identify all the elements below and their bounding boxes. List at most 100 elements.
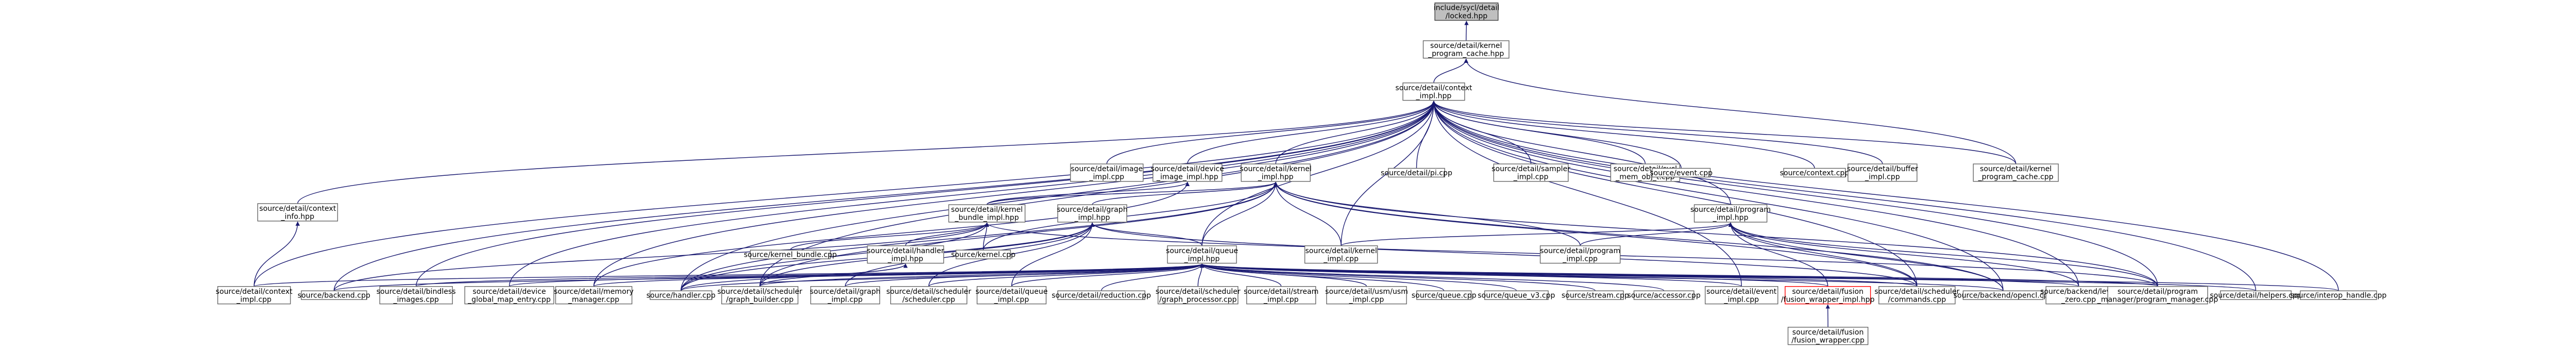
node-box[interactable]: [948, 204, 1026, 223]
node-box[interactable]: [1057, 204, 1127, 223]
node-box[interactable]: [2300, 290, 2377, 300]
node-helpers_cpp[interactable]: source/detail/helpers.cpp: [2210, 290, 2302, 300]
node-box[interactable]: [1416, 290, 1472, 300]
node-commands_cpp[interactable]: source/detail/scheduler/commands.cpp: [1874, 286, 1960, 305]
node-box[interactable]: [1785, 286, 1871, 305]
node-pcache_cpp[interactable]: source/detail/kernel_program_cache.cpp: [1973, 163, 2059, 182]
node-stream_impl_cpp[interactable]: source/detail/stream_impl.cpp: [1244, 286, 1318, 305]
node-box[interactable]: [1326, 286, 1407, 305]
node-kernel_cpp[interactable]: source/kernel.cpp: [951, 250, 1015, 259]
node-dev_image_impl_hpp[interactable]: source/detail/device_image_impl.hpp: [1151, 163, 1224, 182]
node-sampler_impl_cpp[interactable]: source/detail/sampler_impl.cpp: [1492, 163, 1570, 182]
node-level_zero_cpp[interactable]: source/backend/level_zero.cpp: [2040, 286, 2117, 305]
node-handler_impl_hpp[interactable]: source/detail/handler_impl.hpp: [867, 245, 944, 264]
node-bindless_cpp[interactable]: source/detail/bindless_images.cpp: [377, 286, 456, 305]
node-event_impl_cpp[interactable]: source/detail/event_impl.cpp: [1705, 286, 1778, 305]
node-box[interactable]: [1973, 163, 2059, 182]
node-box[interactable]: [1153, 163, 1223, 182]
node-accessor_cpp[interactable]: source/accessor.cpp: [1628, 290, 1701, 300]
node-box[interactable]: [1167, 245, 1237, 264]
node-usm_impl_cpp[interactable]: source/detail/usm/usm_impl.cpp: [1325, 286, 1408, 305]
node-box[interactable]: [1402, 82, 1465, 101]
node-graph_impl_cpp[interactable]: source/detail/graph_impl.cpp: [810, 286, 880, 305]
node-box[interactable]: [379, 286, 453, 305]
node-queue_cpp[interactable]: source/queue.cpp: [1412, 290, 1477, 300]
node-pcache_hpp[interactable]: source/detail/kernel_program_cache.hpp: [1422, 40, 1510, 59]
node-box[interactable]: [721, 286, 799, 305]
node-kb_impl_hpp[interactable]: source/detail/kernel_bundle_impl.hpp: [948, 204, 1026, 223]
node-box[interactable]: [1484, 290, 1549, 300]
node-ctx_impl_cpp[interactable]: source/detail/context_impl.cpp: [216, 286, 293, 305]
node-box[interactable]: [1633, 290, 1694, 300]
node-box[interactable]: [1422, 40, 1510, 59]
node-queue_impl_cpp[interactable]: source/detail/queue_impl.cpp: [975, 286, 1048, 305]
node-gproc_cpp[interactable]: source/detail/scheduler/graph_processor.…: [1156, 286, 1241, 305]
node-box[interactable]: [1848, 163, 1918, 182]
node-box[interactable]: [1539, 245, 1621, 264]
node-kernel_impl_hpp[interactable]: source/detail/kernel_impl.hpp: [1240, 163, 1312, 182]
node-scheduler_cpp[interactable]: source/detail/scheduler/scheduler.cpp: [886, 286, 971, 305]
node-backend_cpp[interactable]: source/backend.cpp: [298, 290, 370, 300]
node-context_cpp[interactable]: source/context.cpp: [1780, 168, 1850, 178]
node-box[interactable]: [1693, 204, 1768, 223]
node-fusion_hpp[interactable]: source/detail/fusion/fusion_wrapper_impl…: [1781, 286, 1875, 305]
node-box[interactable]: [301, 290, 367, 300]
node-box[interactable]: [1246, 286, 1316, 305]
node-kernel_impl_cpp[interactable]: source/detail/kernel_impl.cpp: [1304, 245, 1378, 264]
node-image_impl_cpp[interactable]: source/detail/image_impl.cpp: [1070, 163, 1144, 182]
node-fusion_cpp[interactable]: source/detail/fusion/fusion_wrapper.cpp: [1787, 326, 1869, 345]
node-box[interactable]: [217, 286, 291, 305]
node-interop_cpp[interactable]: source/interop_handle.cpp: [2290, 290, 2386, 300]
node-box[interactable]: [257, 203, 338, 222]
node-box[interactable]: [555, 286, 633, 305]
node-handler_cpp[interactable]: source/handler.cpp: [647, 290, 716, 300]
node-root[interactable]: include/sycl/detail/locked.hpp: [1434, 2, 1500, 21]
node-box[interactable]: [1304, 245, 1378, 264]
node-prog_impl_hpp[interactable]: source/detail/program_impl.hpp: [1690, 204, 1771, 223]
node-buffer_impl_cpp[interactable]: source/detail/buffer_impl.cpp: [1847, 163, 1918, 182]
node-ctx_impl_hpp[interactable]: source/detail/context_impl.hpp: [1395, 82, 1472, 101]
node-box[interactable]: [976, 286, 1047, 305]
node-box[interactable]: [1157, 286, 1239, 305]
node-pmgr_cpp[interactable]: source/detail/program_manager/program_ma…: [2097, 286, 2218, 305]
node-opencl_cpp[interactable]: source/backend/opencl.cpp: [1954, 290, 2053, 300]
node-box[interactable]: [810, 286, 880, 305]
node-mem_mgr_cpp[interactable]: source/detail/memory_manager.cpp: [554, 286, 634, 305]
node-box[interactable]: [1962, 290, 2044, 300]
node-box[interactable]: [464, 286, 554, 305]
node-box[interactable]: [867, 245, 944, 264]
node-box[interactable]: [650, 290, 713, 300]
node-box[interactable]: [1783, 168, 1846, 178]
node-box[interactable]: [2045, 286, 2112, 305]
node-reduction_cpp[interactable]: source/detail/reduction.cpp: [1052, 290, 1151, 300]
node-box[interactable]: [1070, 163, 1144, 182]
node-label: source/kernel.cpp: [951, 251, 1015, 259]
node-queue_impl_hpp[interactable]: source/detail/queue_impl.hpp: [1166, 245, 1238, 264]
node-box[interactable]: [1057, 290, 1146, 300]
node-ctx_info_hpp[interactable]: source/detail/context_info.hpp: [257, 203, 338, 222]
node-box[interactable]: [890, 286, 968, 305]
node-box[interactable]: [1705, 286, 1778, 305]
node-pi_cpp[interactable]: source/detail/pi.cpp: [1381, 168, 1452, 178]
node-box[interactable]: [1567, 290, 1624, 300]
node-box[interactable]: [1434, 2, 1499, 21]
node-stream_cpp[interactable]: source/stream.cpp: [1562, 290, 1629, 300]
node-box[interactable]: [1652, 168, 1711, 178]
node-queue_v3_cpp[interactable]: source/queue_v3.cpp: [1478, 290, 1555, 300]
node-box[interactable]: [1878, 286, 1956, 305]
node-box[interactable]: [1241, 163, 1311, 182]
node-graph_builder_cpp[interactable]: source/detail/scheduler/graph_builder.cp…: [717, 286, 802, 305]
node-kernel_bundle_cpp[interactable]: source/kernel_bundle.cpp: [744, 250, 837, 259]
node-event_cpp[interactable]: source/event.cpp: [1650, 168, 1713, 178]
node-box[interactable]: [2107, 286, 2208, 305]
node-box[interactable]: [1493, 163, 1569, 182]
edge-opencl_cpp-to-ctx_impl_hpp: [1431, 101, 2004, 291]
node-box[interactable]: [955, 250, 1011, 259]
node-prog_impl_cpp[interactable]: source/detail/program_impl.cpp: [1539, 245, 1621, 264]
node-graph_impl_hpp[interactable]: source/detail/graph_impl.hpp: [1057, 204, 1128, 223]
node-gmap_cpp[interactable]: source/detail/device_global_map_entry.cp…: [464, 286, 554, 305]
node-box[interactable]: [750, 250, 831, 259]
node-box[interactable]: [1787, 326, 1869, 345]
node-box[interactable]: [1388, 168, 1445, 178]
node-box[interactable]: [2220, 290, 2292, 300]
